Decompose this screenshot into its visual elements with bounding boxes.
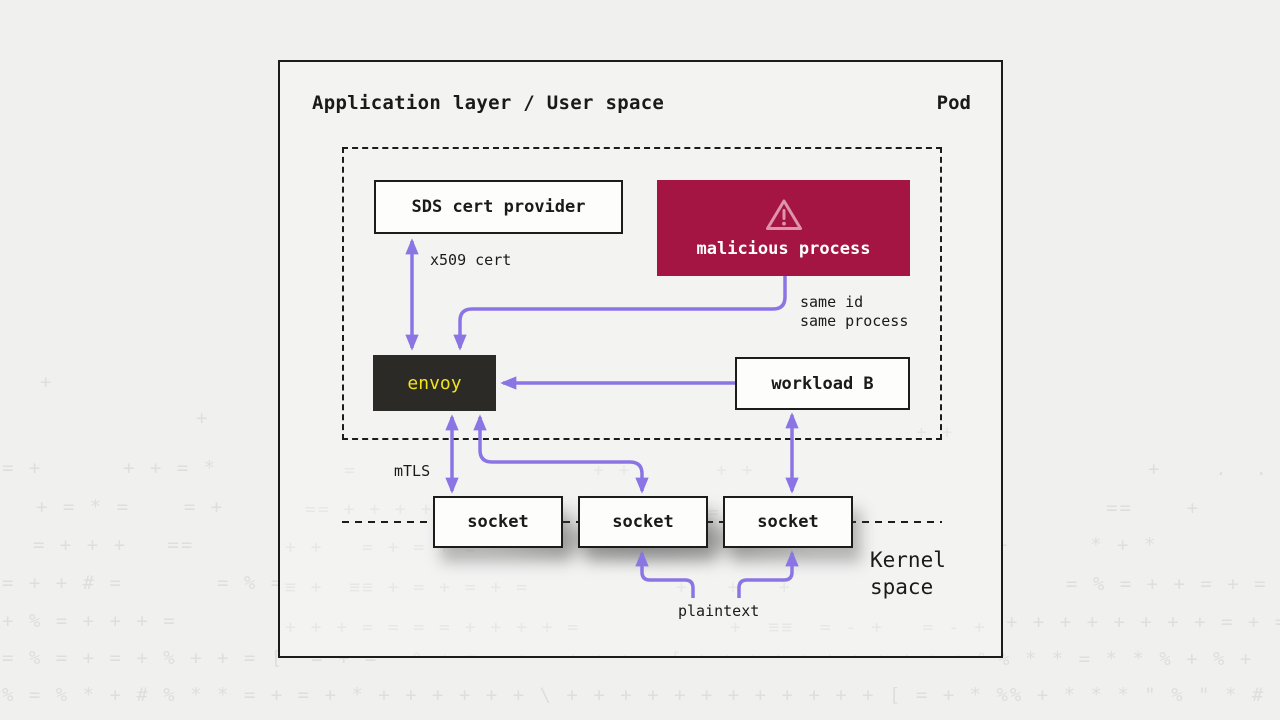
pod-label: Pod bbox=[936, 92, 971, 114]
socket-label: socket bbox=[612, 512, 674, 532]
sds-label: SDS cert provider bbox=[411, 197, 586, 217]
node-workload-b: workload B bbox=[735, 357, 910, 410]
node-socket-1: socket bbox=[433, 496, 563, 548]
decor-glyphs: = bbox=[708, 502, 721, 523]
decor-glyphs: ≡ + ≡≡ + = + = + = bbox=[285, 577, 529, 598]
decor-glyphs: = % + ≡ = + = + + + = [ + + + + + + + + … bbox=[388, 649, 1001, 656]
node-malicious-process: malicious process bbox=[657, 180, 910, 276]
decor-glyphs: == + bbox=[1106, 497, 1201, 519]
workload-b-label: workload B bbox=[771, 373, 874, 394]
same-id-process-label: same id same process bbox=[800, 293, 909, 330]
decor-glyphs: % * * = * * % + % + %% % bbox=[998, 648, 1254, 670]
decor-glyphs: + . . + bbox=[1148, 458, 1269, 480]
mtls-label: mTLS bbox=[394, 462, 431, 480]
decor-glyphs: + ≡≡ = - + = - + = bbox=[730, 617, 987, 638]
decor-glyphs: % = % * + # % * * = + = + * + + + + + + … bbox=[2, 684, 1280, 706]
decor-glyphs: + + bbox=[716, 460, 755, 481]
x509-cert-label: x509 cert bbox=[430, 251, 512, 269]
decor-glyphs: + + + bbox=[676, 577, 792, 598]
decor-glyphs: = bbox=[344, 460, 357, 481]
decor-glyphs: + + + + + + + + = + = + + bbox=[1006, 611, 1280, 633]
decor-glyphs: = + + + == bbox=[33, 534, 195, 556]
node-sds-cert-provider: SDS cert provider bbox=[374, 180, 623, 234]
malicious-label: malicious process bbox=[696, 239, 871, 259]
envoy-label: envoy bbox=[407, 372, 462, 394]
decor-glyphs: + bbox=[40, 371, 54, 393]
decor-glyphs: = % = + + = + = + = bbox=[1066, 573, 1268, 595]
pod-panel: =+ ++ ++ +== + + + +=+ + = + = + ≡≡ + ≡≡… bbox=[278, 60, 1003, 658]
decor-glyphs: + = * = = + bbox=[36, 496, 225, 518]
decor-glyphs: + + + = = = = + + + + = bbox=[285, 617, 581, 638]
page-title: Application layer / User space bbox=[312, 92, 665, 114]
node-socket-3: socket bbox=[723, 496, 853, 548]
decor-glyphs: == + + + + bbox=[305, 499, 434, 520]
node-socket-2: socket bbox=[578, 496, 708, 548]
socket-label: socket bbox=[467, 512, 529, 532]
decor-glyphs: + bbox=[196, 407, 210, 429]
decor-glyphs: = + + + = * bbox=[2, 457, 218, 479]
decor-glyphs: + * + * bbox=[996, 534, 1158, 556]
warning-icon bbox=[765, 199, 802, 230]
plaintext-label: plaintext bbox=[678, 602, 760, 620]
kernel-space-label: Kernel space bbox=[870, 548, 946, 599]
decor-glyphs: + + bbox=[593, 460, 632, 481]
socket-label: socket bbox=[757, 512, 819, 532]
node-envoy: envoy bbox=[373, 355, 496, 411]
